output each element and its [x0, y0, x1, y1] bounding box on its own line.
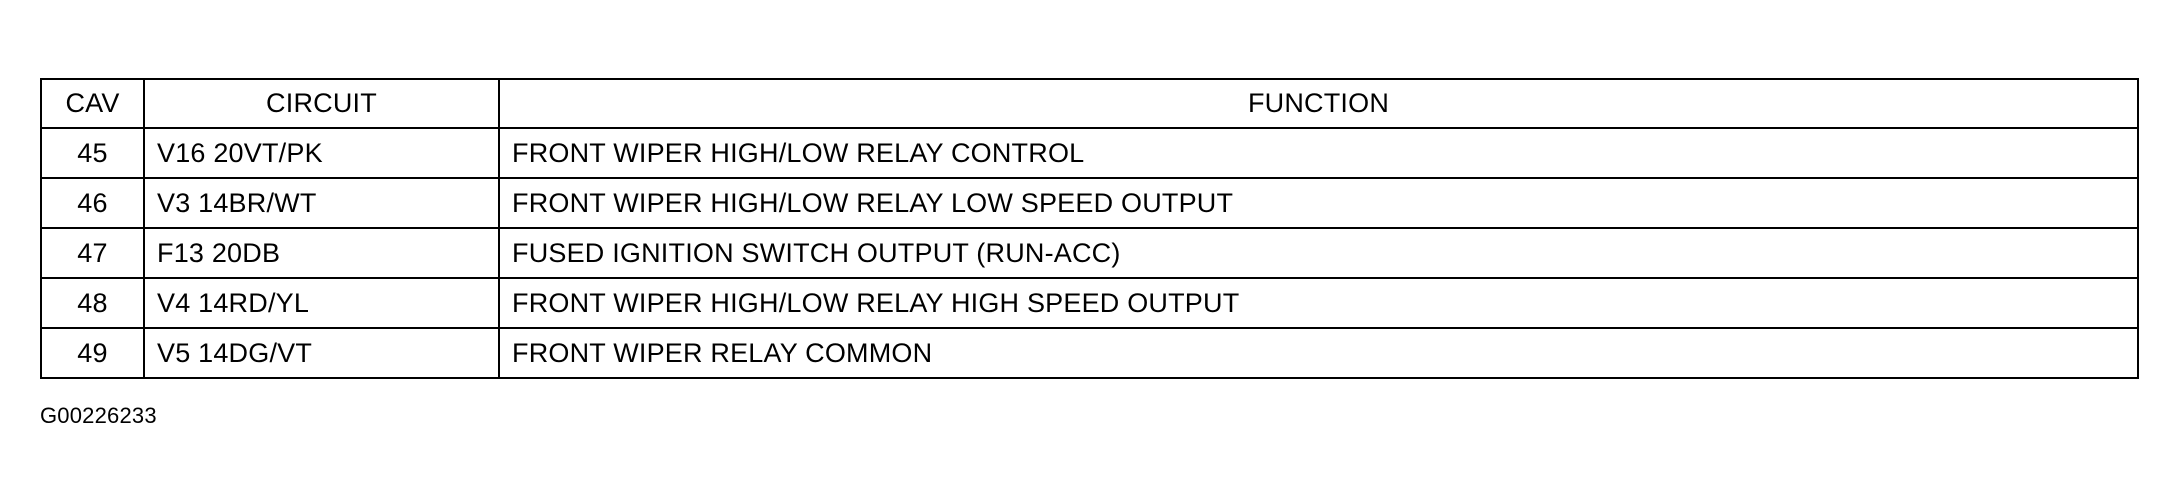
table-row: 48 V4 14RD/YL FRONT WIPER HIGH/LOW RELAY… [40, 277, 2139, 329]
cell-function: FUSED IGNITION SWITCH OUTPUT (RUN-ACC) [498, 227, 2139, 279]
connector-pinout-table: CAV CIRCUIT FUNCTION 45 V16 20VT/PK FRON… [40, 78, 2139, 379]
table-row: 46 V3 14BR/WT FRONT WIPER HIGH/LOW RELAY… [40, 177, 2139, 229]
cell-function: FRONT WIPER HIGH/LOW RELAY HIGH SPEED OU… [498, 277, 2139, 329]
cell-circuit: V16 20VT/PK [143, 127, 500, 179]
header-cav: CAV [40, 78, 145, 129]
cell-cav: 46 [40, 177, 145, 229]
cell-circuit: V4 14RD/YL [143, 277, 500, 329]
connector-pinout-table-container: CAV CIRCUIT FUNCTION 45 V16 20VT/PK FRON… [40, 78, 2139, 379]
cell-cav: 49 [40, 327, 145, 379]
table-header-row: CAV CIRCUIT FUNCTION [40, 78, 2139, 129]
cell-cav: 45 [40, 127, 145, 179]
cell-function: FRONT WIPER HIGH/LOW RELAY LOW SPEED OUT… [498, 177, 2139, 229]
cell-circuit: F13 20DB [143, 227, 500, 279]
header-function: FUNCTION [498, 78, 2139, 129]
figure-id: G00226233 [40, 403, 157, 428]
header-circuit: CIRCUIT [143, 78, 500, 129]
cell-cav: 47 [40, 227, 145, 279]
cell-circuit: V5 14DG/VT [143, 327, 500, 379]
table-row: 49 V5 14DG/VT FRONT WIPER RELAY COMMON [40, 327, 2139, 379]
cell-function: FRONT WIPER HIGH/LOW RELAY CONTROL [498, 127, 2139, 179]
table-row: 45 V16 20VT/PK FRONT WIPER HIGH/LOW RELA… [40, 127, 2139, 179]
cell-circuit: V3 14BR/WT [143, 177, 500, 229]
table-row: 47 F13 20DB FUSED IGNITION SWITCH OUTPUT… [40, 227, 2139, 279]
cell-cav: 48 [40, 277, 145, 329]
cell-function: FRONT WIPER RELAY COMMON [498, 327, 2139, 379]
